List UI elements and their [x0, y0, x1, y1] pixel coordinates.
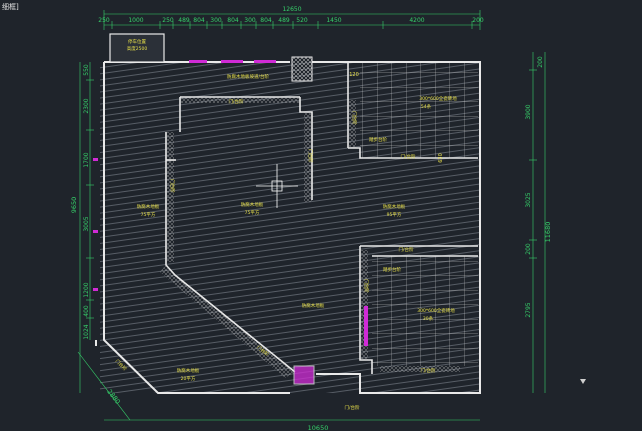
- stair-block-top: [291, 56, 313, 82]
- label-room-bottom-left-area: 20平方: [181, 375, 196, 382]
- svg-text:1450: 1450: [326, 17, 341, 24]
- svg-text:1200: 1200: [83, 282, 90, 297]
- label-tiles-top: 300*600全瓷砖地: [419, 95, 457, 102]
- label-num-630: 630: [438, 153, 444, 163]
- dimension-lines: [77, 10, 546, 421]
- svg-text:3025: 3025: [525, 192, 532, 207]
- svg-text:1000: 1000: [128, 17, 143, 24]
- crosshair-cursor-icon: [256, 164, 298, 208]
- label-room-center-area: 75平方: [245, 209, 260, 216]
- svg-text:1700: 1700: [83, 152, 90, 167]
- dim-right-segments: 200 3900 3025 200 2795: [525, 56, 544, 318]
- svg-text:2795: 2795: [525, 302, 532, 317]
- windows-magenta: [93, 60, 368, 346]
- dim-left-segments: 550 2300 1700 3005 1200 400 1024: [83, 64, 90, 340]
- tile-grid-bottom: [372, 256, 478, 366]
- svg-text:1024: 1024: [83, 324, 90, 339]
- label-room-left-area: 75平方: [141, 211, 156, 218]
- svg-text:489: 489: [278, 17, 290, 24]
- svg-text:489: 489: [178, 17, 190, 24]
- svg-text:400: 400: [83, 305, 90, 317]
- dim-bottom-overall: 10650: [308, 424, 329, 431]
- label-num-120: 120: [349, 72, 359, 78]
- parking-height-label: 高度2500: [127, 45, 148, 52]
- svg-text:300: 300: [244, 17, 256, 24]
- label-gate: 门/台阶: [344, 404, 360, 411]
- dim-left-overall: 9650: [70, 197, 78, 214]
- label-corridor-top: 防腐木地板坡道/台阶: [227, 73, 270, 80]
- window-title: 细框]: [2, 2, 19, 11]
- label-room-lower: 防腐木地板: [302, 302, 325, 309]
- svg-text:804: 804: [193, 17, 205, 24]
- svg-text:门台阶: 门台阶: [351, 111, 358, 125]
- label-door-1: 门/台阶: [228, 98, 244, 105]
- svg-text:520: 520: [296, 17, 308, 24]
- label-door-bottom: 门/台阶: [420, 367, 436, 374]
- svg-text:200: 200: [472, 17, 484, 24]
- wall-infill: [160, 97, 460, 378]
- label-step-right: 门/台阶: [400, 153, 416, 160]
- svg-text:200: 200: [537, 56, 544, 68]
- dim-top-overall: 12650: [282, 6, 301, 13]
- label-room-bottom-left: 防腐木地板: [177, 367, 200, 374]
- svg-text:200: 200: [525, 243, 532, 255]
- svg-text:3005: 3005: [83, 216, 90, 231]
- stair-block-bottom: [293, 365, 315, 385]
- label-room-right: 防腐木地板: [383, 203, 406, 210]
- dim-right-overall: 11680: [544, 222, 552, 243]
- tile-grid-top: [360, 63, 478, 158]
- parking-label: 停车位置: [128, 38, 146, 45]
- svg-text:300: 300: [210, 17, 222, 24]
- label-tiles-bottom: 300*600全瓷砖地: [417, 307, 455, 314]
- parking-area: [109, 33, 165, 63]
- label-step-right2: 踏步台阶: [383, 266, 401, 273]
- room-labels: 防腐木地板坡道/台阶 门/台阶 防腐木地板 75平方 防腐木地板 75平方 防腐…: [137, 72, 457, 411]
- dim-top-segments: 250 1000 250 489 804 300 804 300 804 489…: [98, 17, 484, 24]
- label-door-right: 门/台阶: [398, 246, 414, 253]
- svg-text:804: 804: [260, 17, 272, 24]
- svg-text:4200: 4200: [409, 17, 424, 24]
- svg-text:3900: 3900: [525, 104, 532, 119]
- svg-text:250: 250: [162, 17, 174, 24]
- label-tiles-bottom-area: 30条: [423, 315, 434, 322]
- svg-text:门台阶: 门台阶: [363, 279, 370, 293]
- svg-text:2300: 2300: [83, 98, 90, 113]
- label-room-left: 防腐木地板: [137, 203, 160, 210]
- svg-text:250: 250: [98, 17, 110, 24]
- label-step-top: 踏步台阶: [369, 136, 387, 143]
- svg-text:门台阶: 门台阶: [307, 149, 314, 163]
- dimension-ticks: [86, 21, 537, 319]
- label-tiles-top-area: 54条: [421, 103, 432, 110]
- svg-text:804: 804: [227, 17, 239, 24]
- label-room-center: 防腐木地板: [241, 201, 264, 208]
- svg-text:550: 550: [83, 64, 90, 76]
- label-room-right-area: 95平方: [387, 211, 402, 218]
- ucs-marker-icon: [580, 379, 586, 384]
- svg-text:门台阶: 门台阶: [169, 179, 176, 193]
